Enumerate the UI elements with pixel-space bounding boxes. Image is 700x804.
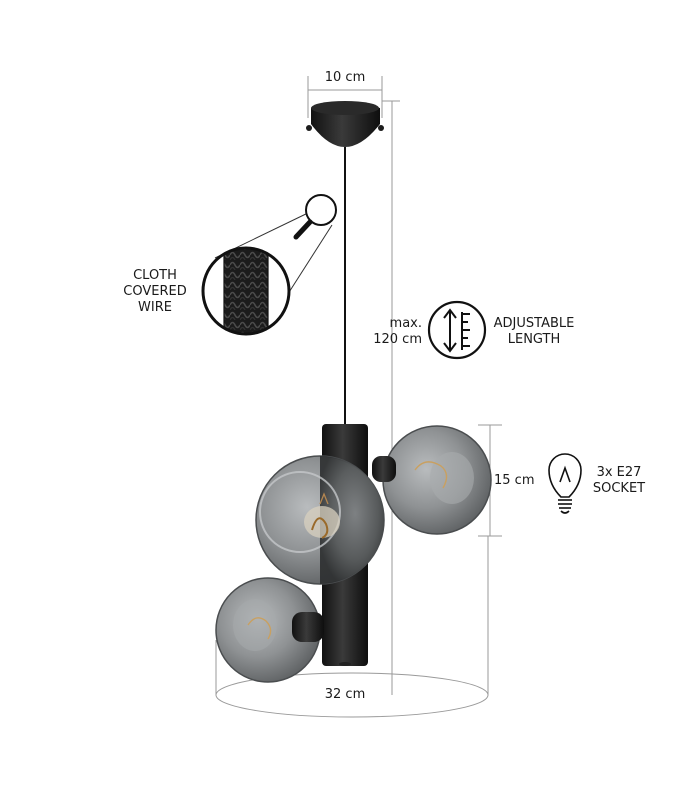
adjustable-length-label: ADJUSTABLE LENGTH <box>488 316 580 348</box>
total-width-label: 32 cm <box>316 687 374 703</box>
wire-zoom-detail <box>201 211 333 336</box>
magnifier-icon <box>293 194 337 240</box>
max-length-line2: 120 cm <box>373 332 422 347</box>
wire-label-line2: COVERED <box>123 284 187 299</box>
socket-label-line1: 3x E27 <box>596 465 642 480</box>
wire-label-line1: CLOTH <box>133 268 177 283</box>
max-length-label: max. 120 cm <box>352 316 422 348</box>
socket-label-line2: SOCKET <box>592 481 646 496</box>
canopy <box>306 101 384 147</box>
socket-label: 3x E27 SOCKET <box>586 465 652 497</box>
adjustable-length-line1: ADJUSTABLE <box>493 316 575 331</box>
canopy-width-label: 10 cm <box>324 70 366 85</box>
wire-label: CLOTH COVERED WIRE <box>112 268 198 316</box>
globe-height-label: 15 cm <box>494 473 535 488</box>
wire-label-line3: WIRE <box>138 300 172 315</box>
globe-right <box>372 425 492 535</box>
max-length-line1: max. <box>389 316 422 331</box>
light-bulb-icon <box>548 453 582 514</box>
adjustable-length-line2: LENGTH <box>507 332 561 347</box>
adjustable-length-icon <box>427 300 487 360</box>
globe-center <box>255 455 385 585</box>
globe-lower-left <box>215 577 324 683</box>
lamp-body <box>215 424 492 683</box>
